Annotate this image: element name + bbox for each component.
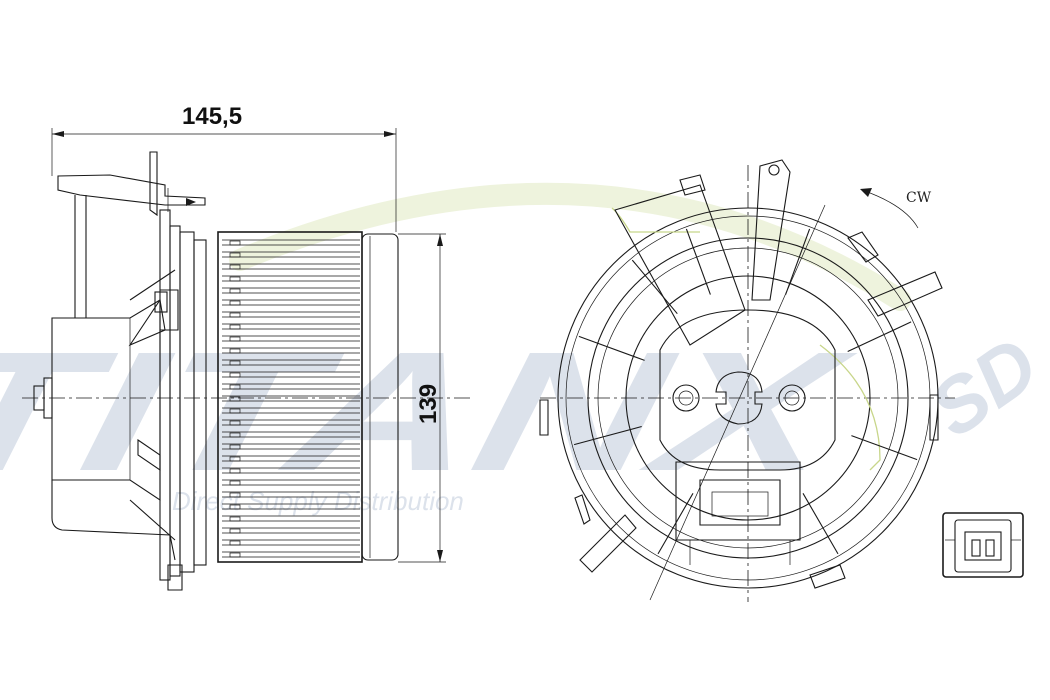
fan-blade-tip xyxy=(229,264,241,270)
housing-rib xyxy=(573,425,642,446)
fan-blade-tip xyxy=(229,504,241,510)
fan-blade-tip xyxy=(229,312,241,318)
housing-rib xyxy=(631,259,678,315)
fan-blade xyxy=(222,263,360,270)
fan-blade xyxy=(222,431,360,438)
fan-blade-tip xyxy=(229,540,241,546)
fan-blade xyxy=(222,287,360,294)
fan-blade-tip xyxy=(229,384,241,390)
housing-rib xyxy=(785,228,811,295)
fan-blade xyxy=(222,347,360,354)
fan-blade xyxy=(222,479,360,486)
fan-blade xyxy=(222,407,360,414)
housing-rib xyxy=(802,493,839,555)
fan-blade-tip xyxy=(229,528,241,534)
fan-blade-tip xyxy=(229,480,241,486)
width-dimension-label: 145,5 xyxy=(182,103,242,130)
housing-rib xyxy=(685,228,711,295)
watermark-tagline: Direct Supply Distribution xyxy=(172,486,464,516)
fan-blade-tip xyxy=(229,492,241,498)
fan-blade-tip xyxy=(229,276,241,282)
fan-blade xyxy=(222,491,360,498)
dimension-height: 139 xyxy=(398,233,446,563)
watermark-brand: TITANX xyxy=(0,317,867,507)
fan-blade-tip xyxy=(229,324,241,330)
fan-blade-tip xyxy=(229,396,241,402)
fan-blade xyxy=(222,539,360,546)
fan-blade-tip xyxy=(229,360,241,366)
fan-blade-tip xyxy=(229,240,241,246)
fan-blade-tip xyxy=(229,444,241,450)
fan-blade xyxy=(222,467,360,474)
fan-blades xyxy=(222,239,360,558)
fan-blade xyxy=(222,551,360,558)
fan-blade-tip xyxy=(229,336,241,342)
fan-blade xyxy=(222,299,360,306)
fan-blade xyxy=(222,335,360,342)
fan-blade xyxy=(222,371,360,378)
fan-blade-tip xyxy=(229,420,241,426)
fan-blade-tip xyxy=(229,408,241,414)
fan-blade-tip xyxy=(229,516,241,522)
housing-ribs xyxy=(573,228,918,555)
fan-blade xyxy=(222,527,360,534)
housing-rib xyxy=(847,321,912,352)
fan-blade xyxy=(222,419,360,426)
front-view: CW xyxy=(539,159,955,602)
fan-blade xyxy=(222,275,360,282)
fan-blade xyxy=(222,383,360,390)
fan-blade-tip xyxy=(229,372,241,378)
fan-blade-tip xyxy=(229,468,241,474)
fan-blade-tip xyxy=(229,456,241,462)
fan-blade-tip xyxy=(229,348,241,354)
connector-detail xyxy=(942,512,1024,578)
fan-blade xyxy=(222,515,360,522)
dimension-width: 145,5 xyxy=(51,103,397,232)
fan-blade xyxy=(222,239,360,246)
fan-blade-tip xyxy=(229,552,241,558)
fan-blade-tip xyxy=(229,288,241,294)
fan-blade-tip xyxy=(229,432,241,438)
fan-blade xyxy=(222,443,360,450)
fan-blade xyxy=(222,395,360,402)
fan-blade xyxy=(222,323,360,330)
housing-rib xyxy=(851,435,918,461)
height-dimension-label: 139 xyxy=(415,384,442,424)
fan-blade xyxy=(222,251,360,258)
fan-blade xyxy=(222,503,360,510)
rotation-direction-label: CW xyxy=(906,190,932,206)
housing-rib xyxy=(578,335,645,361)
side-view xyxy=(22,151,470,591)
watermark: TITANX SD Direct Supply Distribution xyxy=(0,182,1050,516)
fan-blade-tip xyxy=(229,300,241,306)
fan-blade-tip xyxy=(229,252,241,258)
watermark-swoosh xyxy=(229,182,911,311)
fan-blade xyxy=(222,455,360,462)
fan-blade xyxy=(222,311,360,318)
fan-blade xyxy=(222,359,360,366)
